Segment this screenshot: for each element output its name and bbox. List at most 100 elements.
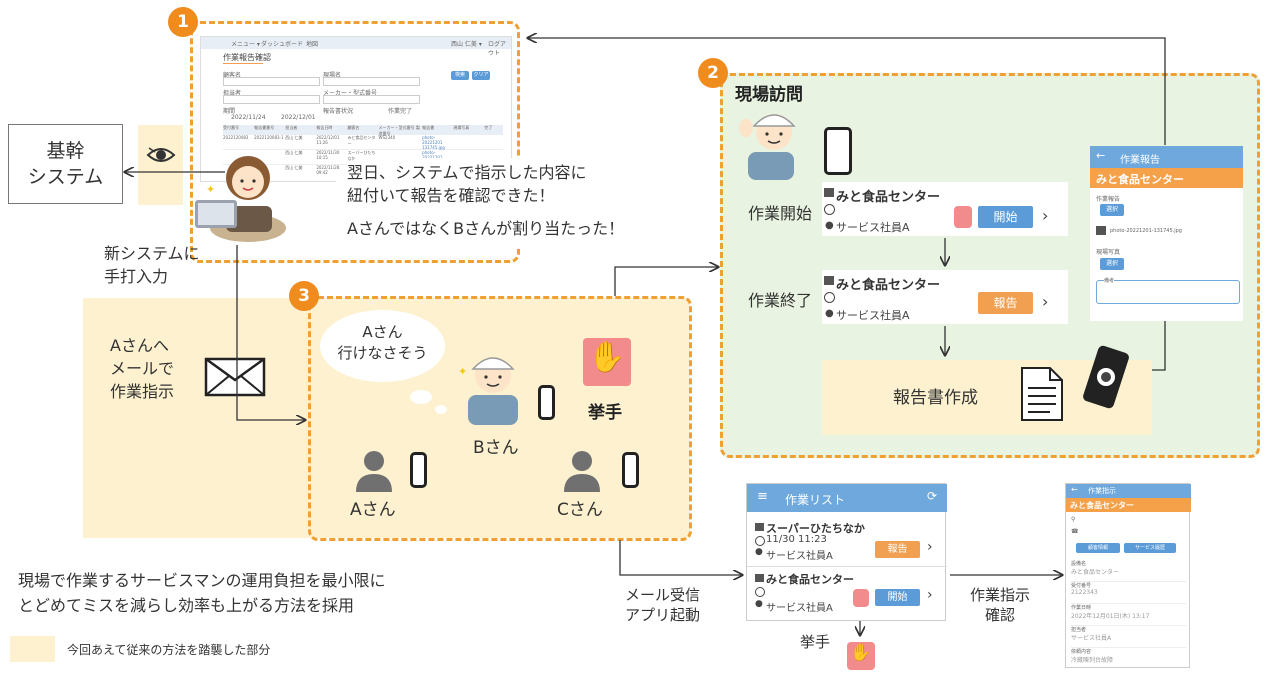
th-date: 報告日時 (316, 125, 333, 130)
th-photo: 現場写真 (453, 125, 470, 130)
item2-staff: サービス社員A (766, 603, 833, 614)
service-history-button[interactable]: サービス履歴 (1124, 543, 1176, 553)
refresh-icon[interactable]: ⟳ (927, 489, 938, 503)
item1-staff: サービス社員A (766, 551, 833, 562)
hand-glyph: ✋ (850, 643, 872, 663)
card2-staff: サービス社員A (836, 309, 910, 322)
th-customer: 顧客名 (347, 125, 360, 130)
section-3-box (308, 296, 692, 541)
manual-input-line-1: 新システムに (104, 244, 200, 263)
task-card-start[interactable]: みと食品センター ● サービス社員A 開始 › (822, 182, 1068, 236)
field-staff-input[interactable] (223, 95, 320, 104)
legend-label: 今回あえて従来の方法を踏襲した部分 (67, 643, 271, 657)
cell[interactable]: photo-20221201 (422, 150, 442, 160)
field-staff: 担当者 (223, 90, 242, 97)
card2-site-name: みと食品センター (836, 278, 941, 293)
clear-button[interactable]: クリア (472, 71, 490, 80)
phone-icon-site (824, 127, 852, 175)
mail-instruction-line-3: 作業指示 (110, 382, 175, 401)
report-phone-site-bar: みと食品センター (1090, 168, 1243, 188)
report-phone-file: photo-20221201-131745.jpg (1110, 228, 1182, 234)
task-card-end[interactable]: みと食品センター ● サービス社員A 報告 › (822, 270, 1068, 324)
th-maker: メーカー・型式番号 製造番号 (378, 125, 420, 136)
cell: 2022/11/28 09:42 (316, 165, 340, 175)
nav-dashboard[interactable]: ダッシュボード (261, 41, 304, 48)
table-row[interactable]: 西山 仁美 2022/11/28 09:42 (223, 165, 503, 179)
report-phone-screen: ← 作業報告 みと食品センター 作業報告 選択 photo-20221201-1… (1090, 146, 1243, 321)
row-value: みと食品センター (1071, 569, 1120, 576)
card1-person-icon: ● (825, 220, 834, 231)
cell: スーパーひたちなか (347, 150, 376, 161)
person-icon: ● (755, 547, 763, 557)
field-maker: メーカー・型式番号 (323, 90, 378, 97)
row-value: 冷蔵陳列台故障 (1071, 657, 1114, 664)
nav-user[interactable]: 西山 仁美 ▾ (451, 41, 482, 48)
search-button[interactable]: 検索 (451, 71, 469, 80)
field-customer-input[interactable] (223, 77, 320, 86)
image-icon (1096, 226, 1106, 235)
row-label: 依頼内容 (1071, 649, 1092, 655)
badge-2: 2 (698, 58, 728, 88)
card1-chevron-icon[interactable]: › (1042, 206, 1049, 225)
thought-dot-1 (410, 390, 432, 404)
item1-report-button[interactable]: 報告 (875, 541, 920, 558)
work-end-label: 作業終了 (748, 291, 813, 310)
remarks-input[interactable] (1096, 280, 1240, 304)
row-label: 設備名 (1071, 561, 1087, 567)
phone-call-icon: ☎ (1071, 528, 1079, 535)
thought-bubble (320, 310, 445, 382)
nav-menu[interactable]: メニュー ▾ (231, 41, 260, 48)
section-1-box (190, 21, 520, 263)
card1-stop-button[interactable] (954, 206, 972, 228)
instruction-site-bar: みと食品センター (1066, 498, 1191, 512)
card2-person-icon: ● (825, 308, 834, 319)
eye-icon (146, 147, 176, 162)
hamburger-icon[interactable]: ≡ (757, 489, 768, 504)
card2-chevron-icon[interactable]: › (1042, 292, 1049, 311)
list-item[interactable]: スーパーひたちなか 11/30 11:23 ● サービス社員A 報告 › (747, 514, 947, 567)
legend-swatch (10, 636, 55, 662)
speech-bubble-report: 翌日、システムで指示した内容に 紐付いて報告を確認できた！ AさんではなくBさん… (335, 158, 685, 248)
back-arrow-icon[interactable]: ← (1096, 149, 1106, 162)
phone-icon-c (622, 452, 639, 488)
person-b-label: Bさん (473, 438, 519, 458)
report-select-button-1[interactable]: 選択 (1100, 204, 1124, 216)
cell[interactable]: photo-20221201 131745.jpg (422, 135, 445, 150)
item2-start-button[interactable]: 開始 (875, 589, 920, 606)
nav-map[interactable]: 地図 (306, 41, 319, 48)
customer-info-button[interactable]: 顧客情報 (1076, 543, 1120, 553)
th-staff: 担当者 (285, 125, 298, 130)
instruction-rows: 設備名 みと食品センター 受付番号 2122343 作業日時 2022年12月0… (1071, 560, 1186, 669)
table-row[interactable]: 2022120083 2022120083-1 西山 仁美 2022/12/01… (223, 135, 503, 150)
chevron-right-icon[interactable]: › (927, 587, 933, 603)
period-from[interactable]: 2022/11/24 (231, 114, 266, 121)
raise-hand-bottom-label: 挙手 (800, 633, 831, 651)
raise-hand-label: 挙手 (588, 403, 622, 423)
svg-text:✦: ✦ (206, 183, 215, 196)
field-site: 現場名 (323, 72, 342, 79)
thought-line-1: Aさん (362, 323, 403, 341)
chevron-right-icon[interactable]: › (927, 539, 933, 555)
back-arrow-icon[interactable]: ← (1071, 485, 1078, 494)
item2-stop-button[interactable] (853, 589, 869, 607)
report-select-button-2[interactable]: 選択 (1100, 258, 1124, 270)
summary-line-1: 現場で作業するサービスマンの運用負担を最小限に (18, 571, 386, 590)
report-phone-photo-label: 現場写真 (1096, 249, 1121, 256)
field-site-input[interactable] (323, 77, 420, 86)
card2-report-button[interactable]: 報告 (978, 292, 1033, 314)
th-complete: 完了 (484, 125, 493, 130)
field-customer: 顧客名 (223, 72, 242, 79)
cell: 西山 仁美 (285, 165, 303, 170)
period-to[interactable]: 2022/12/01 (281, 114, 316, 121)
card1-start-button[interactable]: 開始 (978, 206, 1033, 228)
work-start-label: 作業開始 (748, 204, 813, 223)
speech-line-2: 紐付いて報告を確認できた！ (347, 186, 555, 205)
field-maker-input[interactable] (323, 95, 420, 104)
nav-logout[interactable]: ログアウト (488, 41, 507, 57)
store-icon (755, 523, 764, 531)
cell: 2022120083 (223, 135, 249, 140)
mail-launch-line-2: アプリ起動 (625, 606, 701, 624)
worker-salute-illustration (739, 114, 796, 180)
list-item[interactable]: みと食品センター ● サービス社員A 開始 › (747, 568, 947, 620)
worker-b-illustration: ✦ (458, 357, 518, 425)
